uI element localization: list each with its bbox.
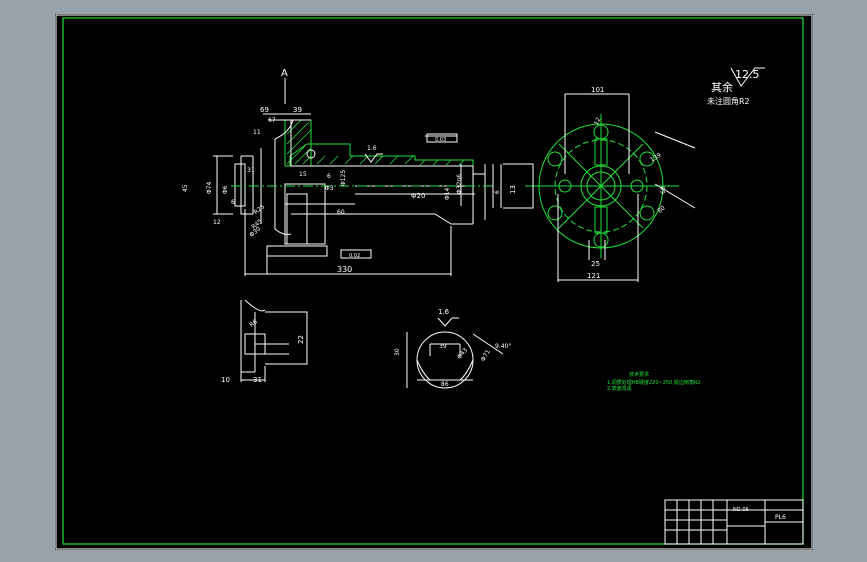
dim-67: 67	[268, 117, 276, 124]
dim-12-side: 12	[593, 116, 603, 126]
dim-phi74: Φ74	[206, 181, 213, 194]
dim-15: 15	[299, 171, 307, 178]
detail-view-center: 1.6 39 86 30 Φ43 9.40° Φ71	[394, 308, 511, 389]
section-label: A	[281, 68, 288, 79]
dim-6a: 6	[231, 199, 235, 206]
detail-roughness: 1.6	[438, 308, 450, 316]
hatch-upper	[289, 143, 474, 167]
notes-line-1: 1.调质处理HB硬度220~250,锐边倒角R2	[607, 379, 700, 386]
dim-139: 139	[649, 152, 663, 164]
detail-dim-30: 30	[394, 348, 401, 356]
dim-31: 31	[247, 167, 255, 174]
dim-11: 11	[253, 129, 261, 136]
dim-80: 80	[656, 204, 666, 214]
detail-dim-71: Φ71	[480, 348, 492, 362]
dim-25: 25	[591, 260, 600, 268]
dim-r6: R6	[248, 318, 259, 329]
dim-phi32: Φ32n6	[456, 174, 463, 194]
finish-caption: 其余	[711, 80, 733, 94]
dim-6-side: 6	[494, 190, 501, 194]
tolerance-top: 0.03	[435, 137, 446, 143]
detail-dim-86: 86	[441, 381, 449, 388]
dim-phi30: Φ30	[248, 225, 262, 238]
dim-45: 45	[182, 184, 189, 192]
roughness-top: 1.6	[367, 145, 377, 152]
dim-101: 101	[591, 86, 604, 94]
notes-title: 技术要求	[629, 371, 649, 378]
dim-13: 13	[509, 185, 517, 194]
notes-line-2: 2.表面发黑	[607, 385, 632, 392]
dim-22: 22	[297, 335, 305, 344]
dim-6b: 6	[327, 173, 331, 180]
dim-60-side: 60	[660, 186, 667, 194]
inner-border	[62, 17, 804, 545]
surface-finish-symbol: 12.5 其余 未注圆角R2	[707, 67, 765, 106]
detail-angle: 9.40°	[495, 343, 511, 350]
dim-330: 330	[337, 265, 352, 274]
chamfer-note: 未注圆角R2	[707, 96, 750, 106]
main-view: 69 39 67 11 31 6 12 330 15 6 Φ20 Φ125 Φ3…	[182, 106, 495, 276]
part-name: PL6	[775, 514, 786, 521]
finish-value: 12.5	[735, 68, 760, 81]
side-view: 101 121 25 13 12 139 80 60 6	[492, 86, 696, 282]
title-block: ND-06 PL6	[664, 499, 804, 545]
drawing-number: ND-06	[733, 507, 749, 513]
dim-10: 10	[221, 376, 230, 384]
dim-39: 39	[293, 106, 302, 114]
dim-phi3: Φ3	[325, 185, 334, 192]
dim-60: 60	[337, 209, 345, 216]
dim-69: 69	[260, 106, 269, 114]
dim-31-left: 31	[253, 376, 262, 384]
dim-r25: R25	[253, 203, 267, 216]
dim-121: 121	[587, 272, 600, 280]
detail-dim-39: 39	[439, 343, 447, 350]
tolerance-bottom: 0.02	[349, 253, 360, 259]
technical-notes: 技术要求 1.调质处理HB硬度220~250,锐边倒角R2 2.表面发黑	[607, 371, 700, 392]
drawing-sheet: 12.5 其余 未注圆角R2 A	[55, 14, 813, 550]
detail-dim-43: Φ43	[456, 347, 469, 361]
dim-phi125: Φ125	[340, 170, 347, 186]
detail-view-left: 10 31 22 R6	[221, 299, 308, 384]
dim-phi14: Φ14	[444, 187, 451, 200]
dim-phi6: Φ6	[222, 185, 229, 194]
dim-phi20: Φ20	[411, 192, 425, 200]
dim-12: 12	[213, 219, 221, 226]
engineering-drawing: 12.5 其余 未注圆角R2 A	[55, 14, 813, 550]
outer-border	[55, 14, 813, 550]
